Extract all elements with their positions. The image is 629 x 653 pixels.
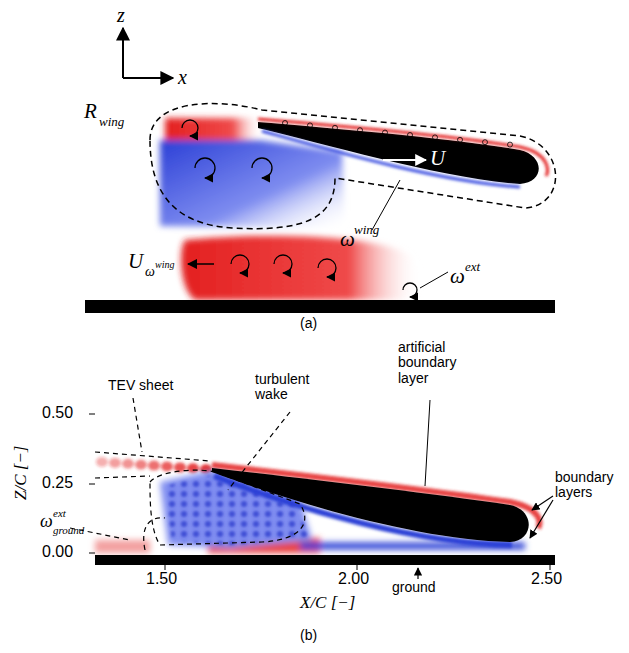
ground (85, 300, 555, 313)
boundary-layer (262, 131, 520, 187)
vorticity-label: ω (40, 512, 53, 532)
wing (212, 468, 529, 542)
velocity-arrow (383, 159, 426, 161)
region-outline (70, 398, 305, 550)
annotation: TEV sheet (108, 378, 173, 393)
region-label: wing (99, 115, 124, 129)
velocity-label: U (128, 250, 143, 273)
vorticity-label: ext (465, 260, 480, 274)
tick-label: 1.50 (146, 570, 177, 588)
leader-line (417, 568, 418, 579)
panel-label: (b) (300, 628, 317, 643)
leader-line (530, 500, 553, 538)
velocity-label: ω (145, 264, 155, 279)
vorticity-label: ground (53, 524, 84, 536)
leader-line (420, 272, 448, 288)
leader-line (532, 496, 553, 510)
vorticity-label: ext (53, 507, 66, 519)
panel-label: (a) (300, 316, 317, 331)
tick-label: 2.00 (338, 570, 369, 588)
vorticity-label: wing (354, 223, 379, 237)
tick-label: 0.50 (42, 404, 73, 422)
tick-label: 2.50 (531, 570, 562, 588)
vorticity-field (95, 465, 540, 553)
axis-label: x (178, 66, 187, 88)
velocity-arrow (188, 263, 214, 265)
axes (123, 28, 173, 78)
tick-marks (89, 414, 550, 570)
axis-label: z (117, 4, 125, 26)
tick-label: 0.00 (42, 543, 73, 561)
axis-title: X/C [−] (300, 594, 355, 613)
circulation-arrow (182, 120, 513, 297)
vorticity-label: ω (450, 265, 465, 288)
vorticity-label: ω (340, 228, 355, 251)
velocity-label: U (430, 147, 445, 170)
annotation: artificial boundary layer (398, 340, 478, 386)
leader-line (425, 400, 430, 486)
ground (95, 555, 555, 565)
axis-title: Z/C [−] (12, 446, 31, 500)
tick-label: 0.25 (42, 474, 73, 492)
annotation: ground (392, 580, 436, 595)
region-label: R (84, 100, 97, 123)
velocity-label: wing (155, 259, 174, 270)
annotation: boundary layers (555, 470, 625, 501)
annotation: turbulent wake (255, 372, 335, 403)
control-region (150, 104, 556, 229)
